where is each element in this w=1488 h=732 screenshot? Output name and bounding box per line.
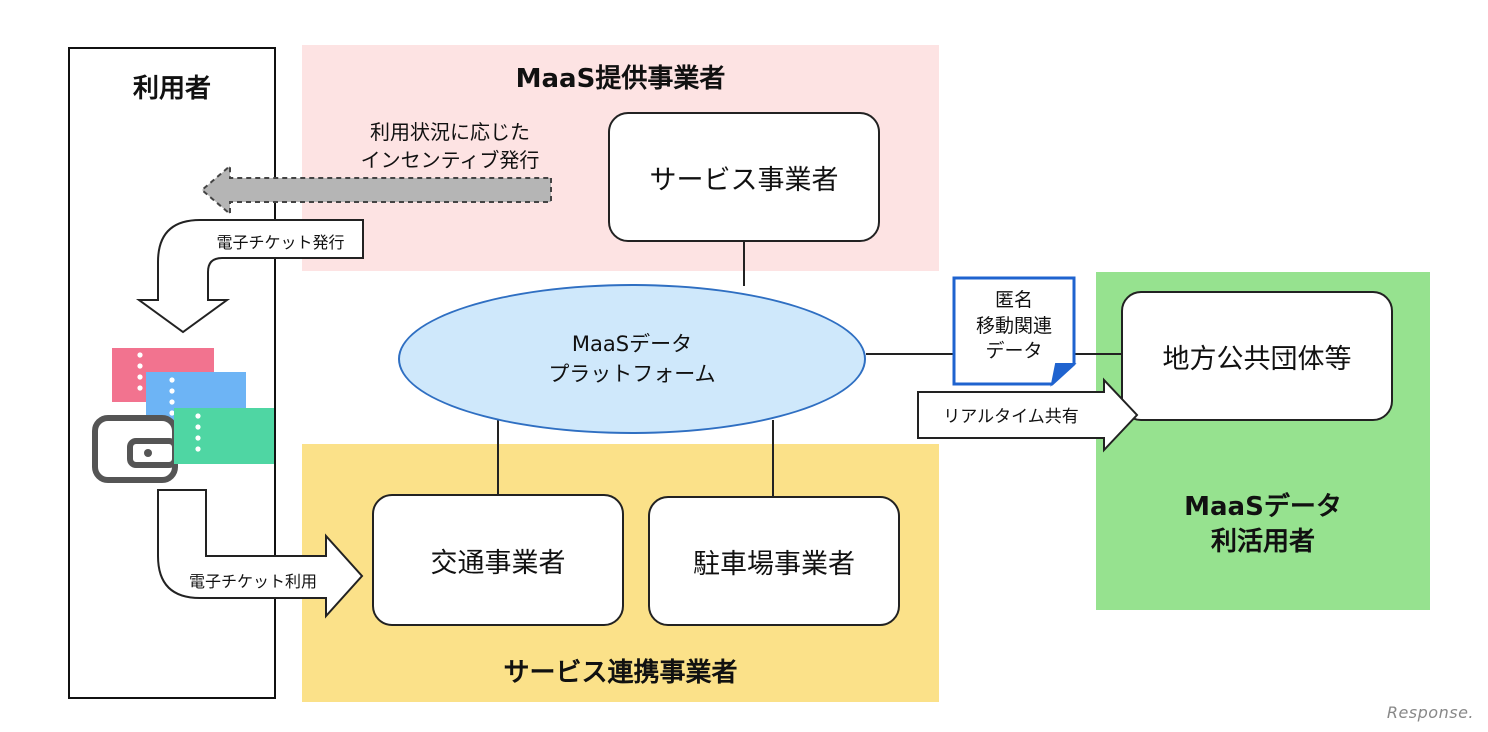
local-government-box: 地方公共団体等 [1121, 291, 1393, 421]
maas-data-platform: MaaSデータ プラットフォーム [398, 284, 866, 434]
connector-platform-parking [772, 420, 774, 496]
connector-platform-note [866, 353, 958, 355]
user-title: 利用者 [132, 74, 211, 104]
anon-data-line1: 匿名 [994, 289, 1033, 311]
ticket-use-label: 電子チケット利用 [188, 572, 317, 591]
anon-data-line3: データ [985, 340, 1043, 363]
response-watermark: Response. [1386, 703, 1474, 722]
anon-data-line2: 移動関連 [975, 314, 1052, 337]
platform-label-line1: MaaSデータ [571, 331, 693, 356]
data-user-title-line2: 利活用者 [1210, 527, 1315, 558]
incentive-label-line2: インセンティブ発行 [360, 148, 540, 172]
data-user-title: MaaSデータ 利活用者 [1096, 490, 1430, 560]
realtime-share-label: リアルタイム共有 [943, 407, 1079, 427]
transport-operator-box: 交通事業者 [372, 494, 624, 626]
ticket-use-arrow [157, 489, 364, 619]
ticket-green-icon [174, 408, 274, 464]
realtime-share-arrow [917, 377, 1139, 453]
connector-platform-transport [497, 418, 499, 494]
parking-operator-box: 駐車場事業者 [648, 496, 900, 626]
connector-service-platform [743, 242, 745, 286]
service-coop-title: サービス連携事業者 [503, 658, 738, 688]
incentive-arrow [200, 163, 552, 217]
incentive-label-line1: 利用状況に応じた [370, 120, 530, 144]
ticket-issue-label: 電子チケット発行 [216, 233, 345, 252]
maas-provider-title: MaaS提供事業者 [515, 64, 726, 94]
ticket-issue-arrow [135, 219, 364, 334]
service-provider-box: サービス事業者 [608, 112, 880, 242]
incentive-label: 利用状況に応じた インセンティブ発行 [330, 118, 570, 174]
connector-note-localgov [1074, 353, 1122, 355]
data-user-title-line1: MaaSデータ [1184, 492, 1342, 522]
wallet-icon [92, 415, 178, 483]
anonymous-data-label: 匿名 移動関連 データ [954, 288, 1074, 365]
platform-label-line2: プラットフォーム [548, 362, 716, 386]
note-fold-icon [1050, 363, 1077, 387]
